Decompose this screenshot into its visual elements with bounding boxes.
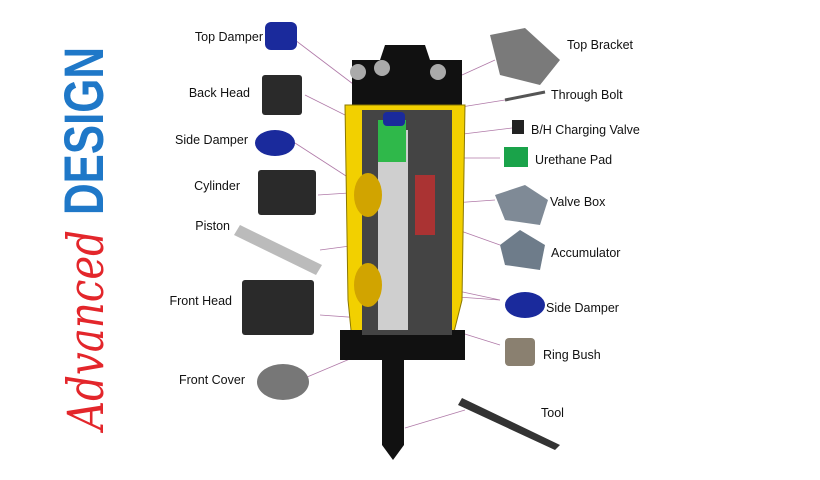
label-piston: Piston	[195, 219, 230, 233]
label-top-damper: Top Damper	[194, 30, 263, 44]
label-back-head: Back Head	[188, 86, 250, 100]
title-design-text: DESIGN	[52, 47, 115, 215]
label-tool: Tool	[541, 406, 564, 420]
label-top-bracket: Top Bracket	[567, 38, 634, 52]
title-advanced: Advanced	[57, 230, 115, 433]
label-cylinder: Cylinder	[194, 179, 240, 193]
title-design: DESIGN	[52, 47, 115, 215]
parts-left	[234, 22, 322, 400]
label-through-bolt: Through Bolt	[551, 88, 623, 102]
label-ring-bush: Ring Bush	[543, 348, 601, 362]
label-urethane-pad: Urethane Pad	[535, 153, 613, 167]
label-side-damper-right: Side Damper	[546, 301, 619, 315]
parts-right	[458, 28, 560, 450]
label-front-head: Front Head	[169, 294, 232, 308]
label-valve-box: Valve Box	[550, 195, 606, 209]
label-side-damper-left: Side Damper	[175, 133, 248, 147]
title-advanced-text: Advanced	[57, 230, 115, 433]
breaker-assembly	[340, 45, 466, 460]
label-accumulator: Accumulator	[551, 246, 621, 260]
label-front-cover: Front Cover	[179, 373, 245, 387]
label-charging-valve: B/H Charging Valve	[531, 123, 640, 137]
